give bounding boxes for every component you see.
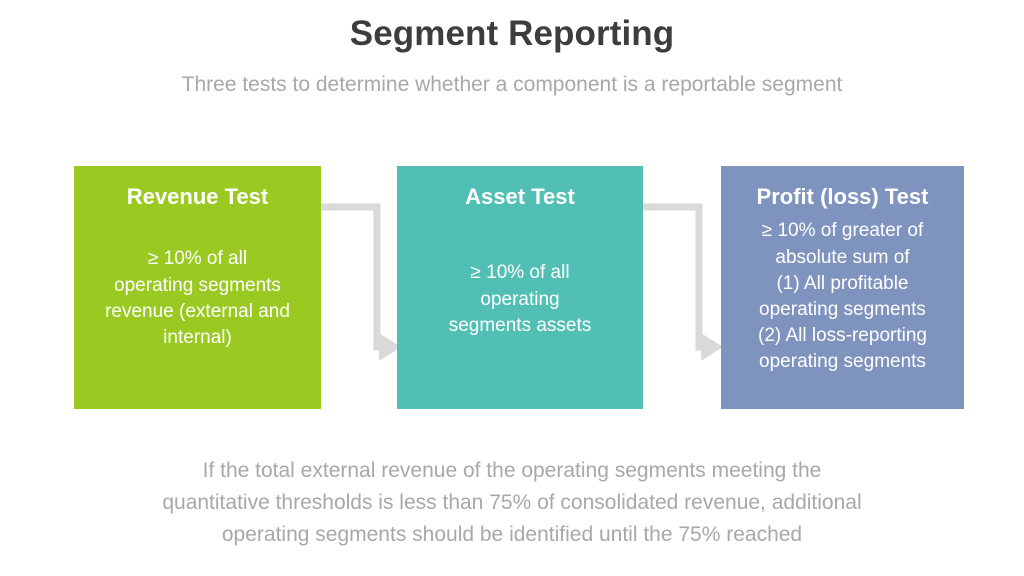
card-revenue-test: Revenue Test ≥ 10% of all operating segm… (74, 166, 321, 409)
connector-asset-to-profit (643, 200, 725, 361)
card-profit-loss-test-heading: Profit (loss) Test (756, 184, 929, 209)
card-asset-test-heading: Asset Test (465, 184, 575, 209)
page-title: Segment Reporting (349, 14, 675, 53)
card-profit-loss-test-body: ≥ 10% of greater of absolute sum of (1) … (758, 220, 927, 373)
card-asset-test: Asset Test ≥ 10% of all operating segmen… (397, 166, 643, 409)
page-subtitle: Three tests to determine whether a compo… (181, 73, 843, 96)
card-revenue-test-heading: Revenue Test (126, 184, 269, 209)
card-asset-test-body: ≥ 10% of all operating segments assets (448, 262, 592, 336)
card-profit-loss-test: Profit (loss) Test ≥ 10% of greater of a… (721, 166, 964, 409)
connector-revenue-to-asset (321, 200, 403, 361)
footer-note: If the total external revenue of the ope… (162, 459, 862, 546)
elbow-arrow-right-icon (321, 203, 401, 361)
elbow-arrow-right-icon (643, 203, 723, 361)
card-revenue-test-body: ≥ 10% of all operating segments revenue … (105, 248, 290, 349)
